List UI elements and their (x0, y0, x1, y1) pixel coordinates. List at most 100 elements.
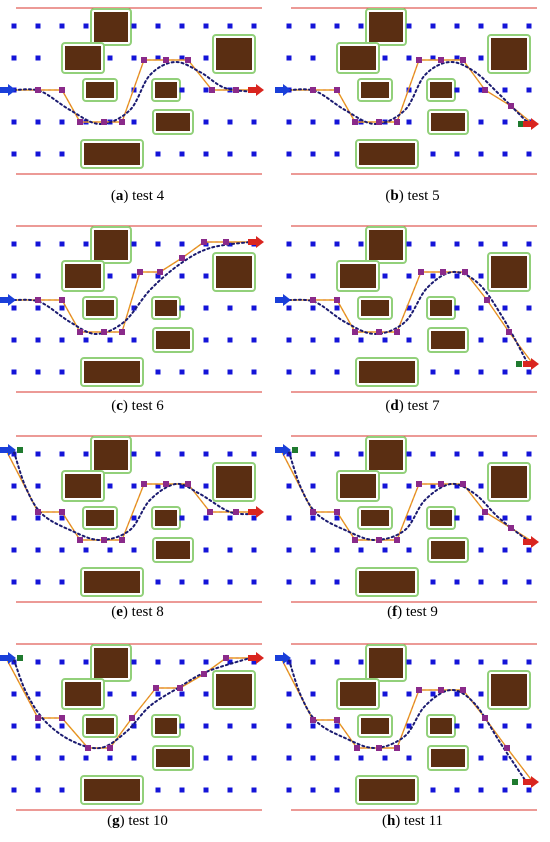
grid-point (203, 547, 209, 553)
grid-point (131, 483, 137, 489)
path-node (59, 715, 65, 721)
path-node (376, 745, 382, 751)
grid-point (155, 659, 161, 665)
obstacle-6 (84, 143, 140, 165)
grid-point (11, 483, 17, 489)
grid-point (454, 659, 460, 665)
obstacle-1 (65, 264, 101, 288)
panel-e (0, 435, 264, 603)
path-node (310, 509, 316, 515)
grid-point (478, 87, 484, 93)
grid-point (358, 451, 364, 457)
path-node (77, 119, 83, 125)
grid-point (334, 369, 340, 375)
start-arrow-icon (275, 84, 291, 96)
planned-path-overlay (280, 449, 534, 543)
start-arrow-icon (0, 294, 16, 306)
path-node (119, 119, 125, 125)
smoothed-trajectory (13, 451, 257, 542)
grid-point (334, 451, 340, 457)
obstacle-2 (491, 466, 527, 498)
grid-point (430, 691, 436, 697)
grid-point (179, 241, 185, 247)
caption-d: (d) test 7 (385, 398, 440, 414)
grid-point (179, 451, 185, 457)
grid-point (131, 659, 137, 665)
grid-point (131, 337, 137, 343)
grid-point (454, 241, 460, 247)
grid-point (334, 659, 340, 665)
obstacle-6 (84, 571, 140, 593)
path-node (508, 525, 514, 531)
grid-point (179, 483, 185, 489)
grid-point (251, 451, 257, 457)
path-node (129, 715, 135, 721)
grid-point (334, 723, 340, 729)
caption-b-letter: b (390, 188, 399, 204)
path-node (460, 57, 466, 63)
obstacle-3 (361, 718, 389, 734)
grid-point (179, 515, 185, 521)
grid-point (382, 755, 388, 761)
obstacle-4 (430, 82, 452, 98)
path-node (394, 119, 400, 125)
path-node (35, 297, 41, 303)
grid-point (286, 273, 292, 279)
grid-point (334, 515, 340, 521)
grid-point (131, 755, 137, 761)
grid-point (251, 723, 257, 729)
grid-point (478, 241, 484, 247)
grid-point (286, 547, 292, 553)
goal-arrow-icon (523, 118, 539, 130)
smoothed-trajectory (13, 241, 251, 336)
grid-point (251, 305, 257, 311)
grid-point (358, 23, 364, 29)
grid-point (107, 755, 113, 761)
caption-g-text: test 10 (128, 813, 168, 829)
path-node (416, 687, 422, 693)
grid-point (11, 515, 17, 521)
grid-point (286, 515, 292, 521)
start-node (516, 361, 522, 367)
grid-point (131, 241, 137, 247)
path-node (352, 119, 358, 125)
grid-point (35, 659, 41, 665)
grid-point (107, 691, 113, 697)
path-node (77, 537, 83, 543)
grid-point (203, 483, 209, 489)
obstacle-4 (155, 82, 177, 98)
grid-point (430, 23, 436, 29)
path-node (416, 481, 422, 487)
path-node (223, 239, 229, 245)
grid-point (155, 691, 161, 697)
path-node (394, 537, 400, 543)
grid-point (406, 483, 412, 489)
grid-point (454, 787, 460, 793)
obstacle-1 (340, 682, 376, 706)
grid-point (155, 273, 161, 279)
panel-h (275, 643, 539, 811)
grid-point (83, 23, 89, 29)
obstacle-5 (431, 113, 465, 131)
path-node (438, 481, 444, 487)
grid-point (227, 23, 233, 29)
grid-point (406, 337, 412, 343)
grid-point (11, 55, 17, 61)
path-node (77, 329, 83, 335)
grid-point (286, 369, 292, 375)
obstacle-3 (361, 82, 389, 98)
planned-path-overlay (280, 657, 534, 783)
grid-point (203, 787, 209, 793)
start-arrow-icon (275, 444, 291, 456)
grid-point (358, 547, 364, 553)
grid-point (155, 483, 161, 489)
start-node (512, 779, 518, 785)
grid-point (310, 579, 316, 585)
grid-point (310, 659, 316, 665)
grid-point (251, 151, 257, 157)
path-node (438, 57, 444, 63)
grid-point (203, 119, 209, 125)
grid-point (310, 241, 316, 247)
grid-point (454, 723, 460, 729)
caption-e-letter: e (116, 604, 123, 620)
